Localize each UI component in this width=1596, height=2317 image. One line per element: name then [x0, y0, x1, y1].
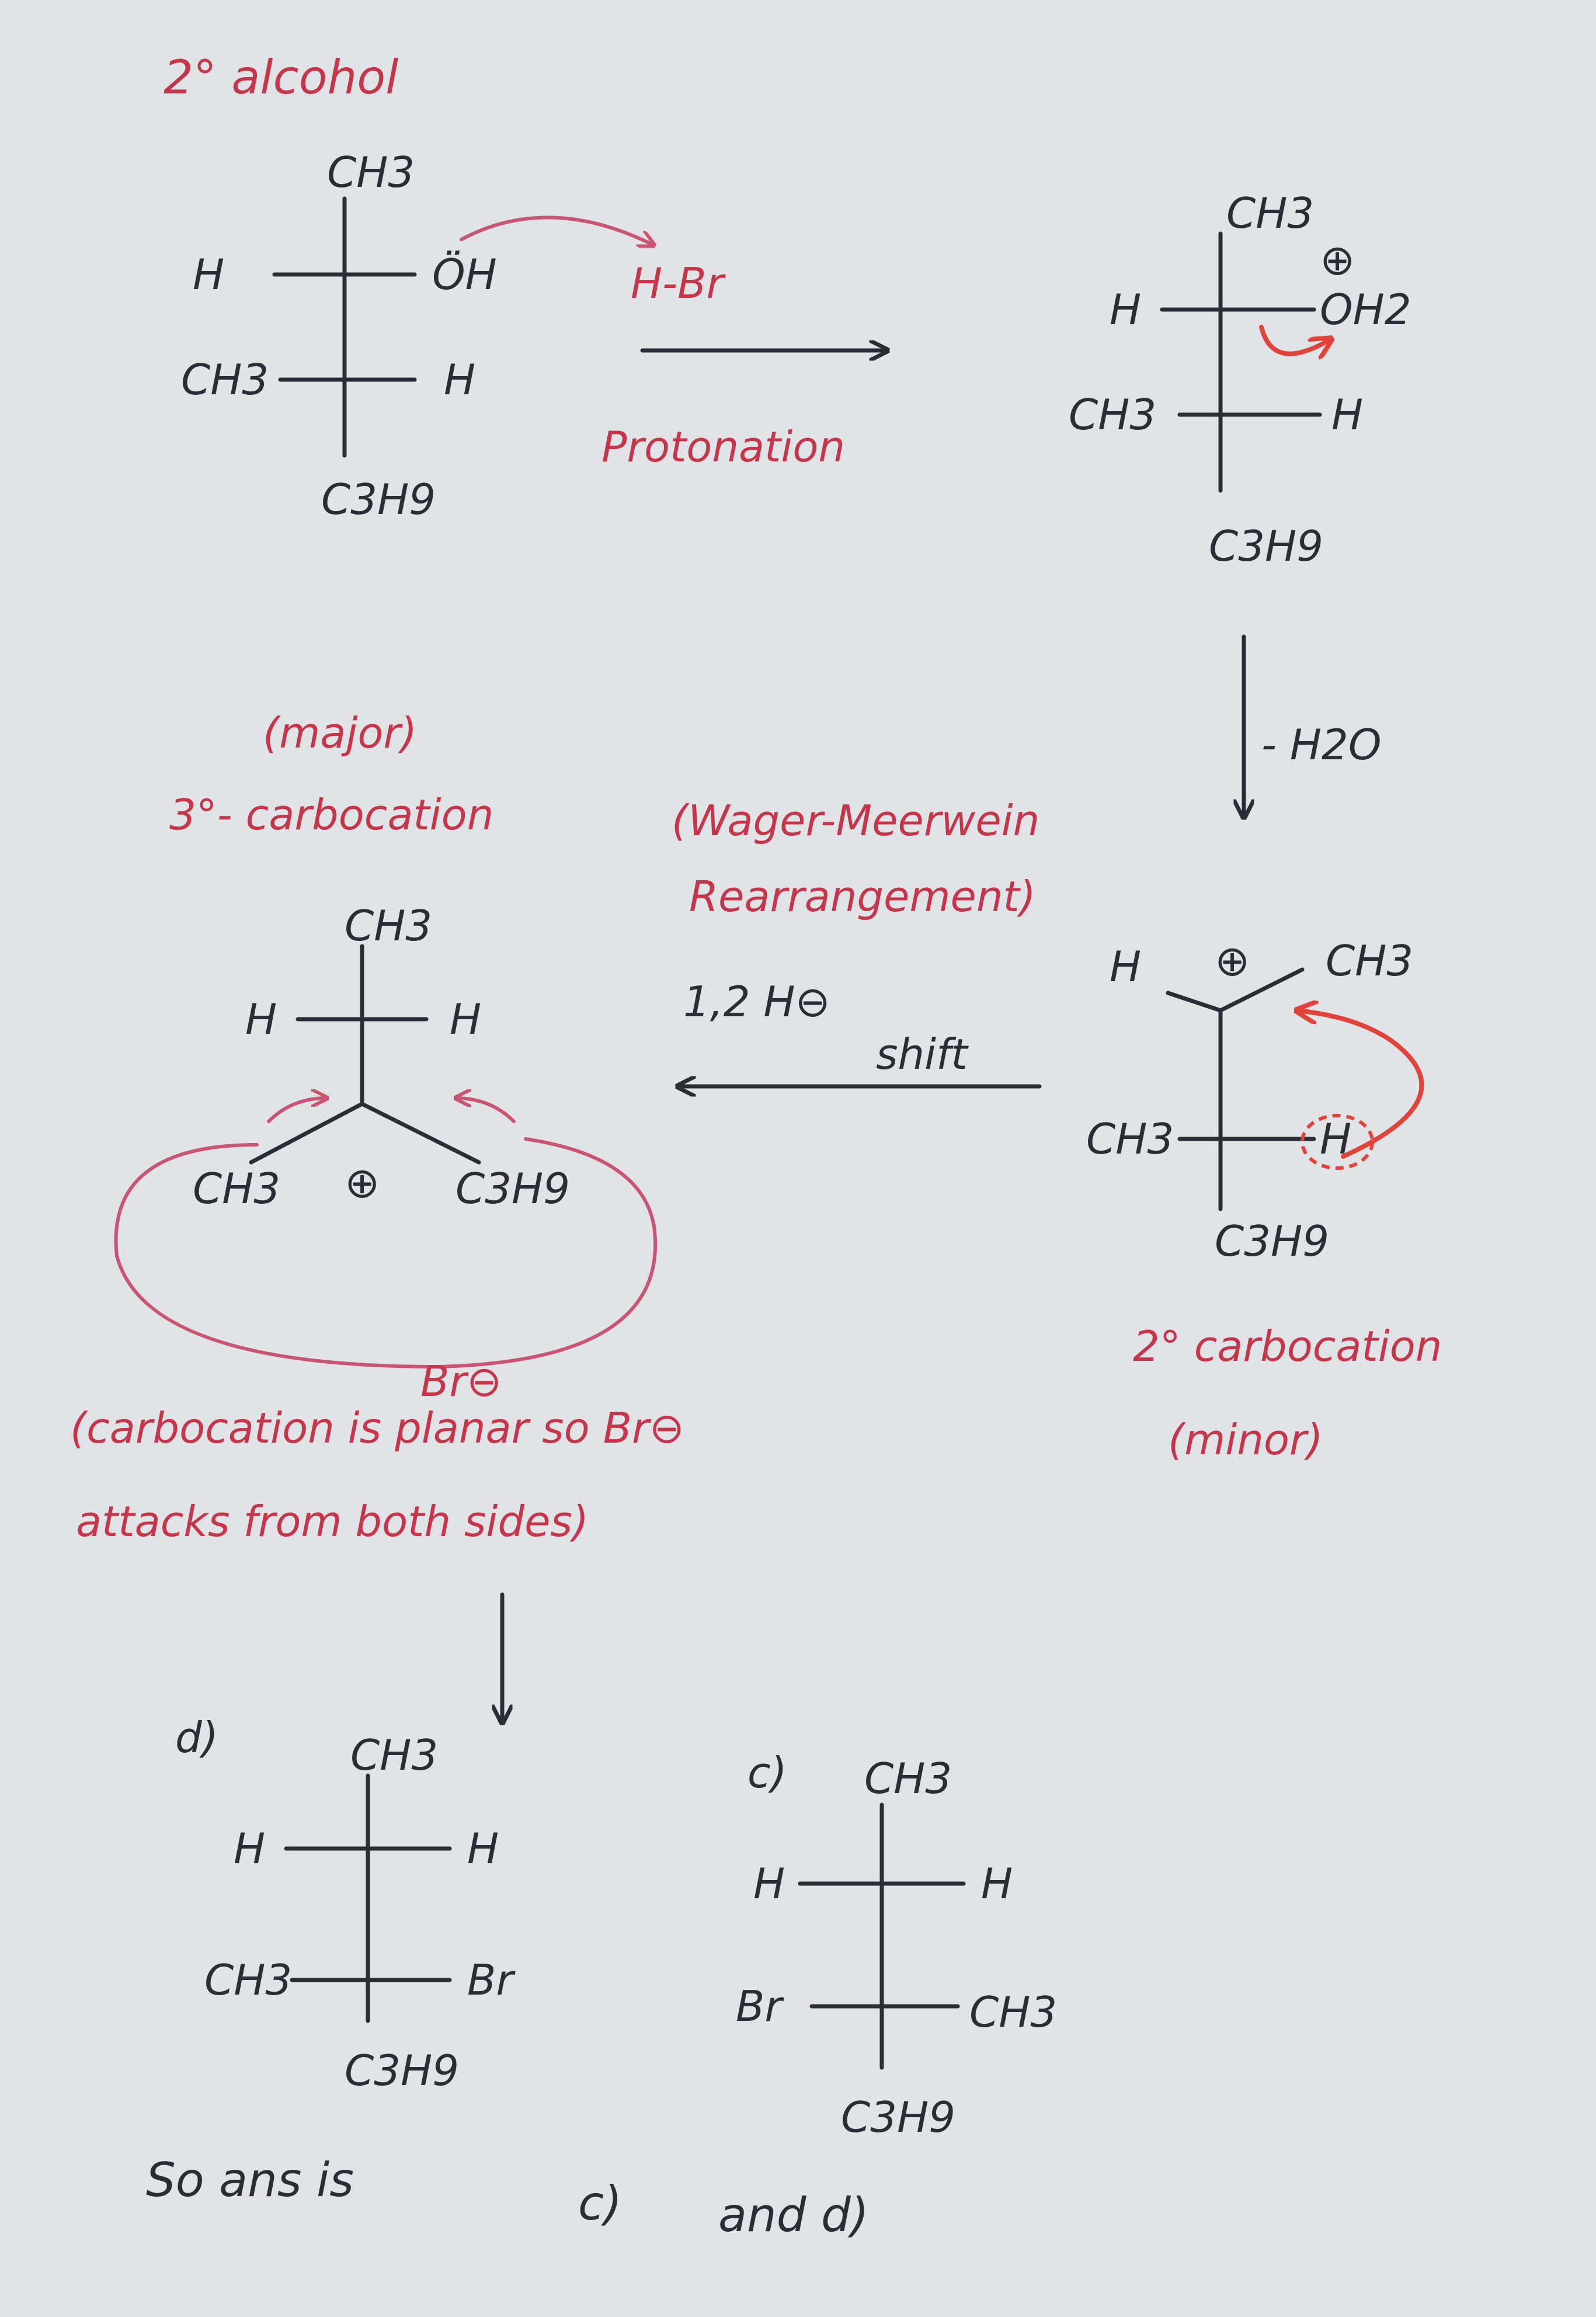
answer-and-d: and d): [718, 2188, 869, 2242]
protonation-label: Protonation: [601, 422, 845, 471]
shift-label-2: shift: [876, 1030, 969, 1079]
alcohol-top: CH3: [327, 148, 415, 197]
product-d-right1: H: [467, 1824, 499, 1873]
answer-c: c): [578, 2176, 622, 2231]
product-c-bottom: C3H9: [841, 2093, 955, 2142]
protonated-left2: CH3: [1069, 390, 1156, 439]
tertiary-right1: H: [450, 995, 481, 1044]
protonated-right2: H: [1331, 390, 1363, 439]
tertiary-right2: C3H9: [455, 1164, 570, 1213]
secondary-bond-ch3: [1218, 967, 1305, 1013]
rearrangement-name-2: Rearrangement): [689, 872, 1036, 921]
shift-label-1: 1,2 H⊖: [683, 977, 830, 1026]
tertiary-label: 3°- carbocation: [169, 790, 493, 839]
bromide-label: Br⊖: [420, 1357, 502, 1406]
hydride-shift-arrow: [1296, 1010, 1424, 1159]
alcohol-structure: CH3 H ÖH CH3 H C3H9: [181, 148, 497, 524]
secondary-bottom: C3H9: [1215, 1217, 1329, 1266]
attack-arrow-left: [267, 1098, 327, 1123]
rearrangement-name-1: (Wager-Meerwein: [672, 796, 1039, 845]
tertiary-left2: CH3: [193, 1164, 280, 1213]
explanation-line-1: (carbocation is planar so Br⊖: [70, 1404, 684, 1453]
secondary-charge: ⊕: [1215, 936, 1250, 985]
product-d-bottom: C3H9: [345, 2046, 459, 2095]
product-c-left2: Br: [736, 1982, 784, 2031]
product-c-structure: c) CH3 H H Br CH3 C3H9: [736, 1748, 1057, 2142]
secondary-left-top: H: [1110, 942, 1141, 991]
alcohol-left2: CH3: [181, 355, 269, 404]
answer-prefix: So ans is: [146, 2153, 354, 2207]
product-c-right2: CH3: [969, 1988, 1057, 2037]
protonated-left1: H: [1110, 285, 1141, 334]
product-c-top: CH3: [864, 1754, 952, 1803]
water-loss-label: - H2O: [1261, 720, 1382, 769]
protonated-top: CH3: [1226, 189, 1314, 238]
secondary-cation-structure: H ⊕ CH3 CH3 H C3H9: [1086, 936, 1424, 1266]
alcohol-bottom: C3H9: [321, 475, 436, 524]
secondary-label: 2° carbocation: [1133, 1322, 1442, 1371]
protonation-curved-arrow: [460, 216, 654, 245]
product-c-left1: H: [753, 1859, 785, 1908]
secondary-left2: CH3: [1086, 1114, 1174, 1163]
product-c-label: c): [747, 1748, 787, 1797]
product-c-right1: H: [981, 1859, 1013, 1908]
alcohol-right2: H: [444, 355, 475, 404]
product-d-left1: H: [234, 1824, 265, 1873]
leaving-group-arrow: [1259, 325, 1331, 354]
explanation-line-2: attacks from both sides): [76, 1497, 589, 1546]
tertiary-charge: ⊕: [345, 1158, 380, 1207]
tertiary-cation-structure: CH3 H H CH3 ⊕ C3H9: [114, 901, 658, 1369]
tertiary-top: CH3: [345, 901, 432, 950]
reagent-label: H-Br: [631, 259, 726, 308]
title: 2° alcohol: [164, 50, 398, 105]
protonated-charge: ⊕: [1320, 235, 1355, 284]
alcohol-right1: ÖH: [432, 250, 497, 299]
product-d-structure: d) CH3 H H CH3 Br C3H9: [175, 1713, 516, 2095]
product-d-left2: CH3: [204, 1955, 292, 2005]
protonated-structure: CH3 ⊕ H OH2 CH3 H C3H9: [1069, 189, 1411, 571]
attack-loop: [114, 1137, 658, 1369]
secondary-bond-h: [1166, 991, 1223, 1013]
migrating-hydride-circle: [1301, 1114, 1374, 1170]
product-d-top: CH3: [350, 1731, 438, 1780]
protonated-right1: OH2: [1320, 285, 1411, 334]
secondary-note: (minor): [1168, 1415, 1323, 1464]
product-d-right2: Br: [467, 1955, 516, 2005]
secondary-right-top: CH3: [1326, 936, 1413, 985]
tertiary-left1: H: [245, 995, 277, 1044]
major-label: (major): [263, 708, 417, 758]
tertiary-bond-ch3: [249, 1102, 364, 1165]
product-d-label: d): [175, 1713, 218, 1762]
protonated-bottom: C3H9: [1209, 522, 1323, 571]
tertiary-bond-c3h9: [360, 1102, 481, 1165]
alcohol-left1: H: [193, 250, 224, 299]
attack-arrow-right: [455, 1098, 516, 1123]
